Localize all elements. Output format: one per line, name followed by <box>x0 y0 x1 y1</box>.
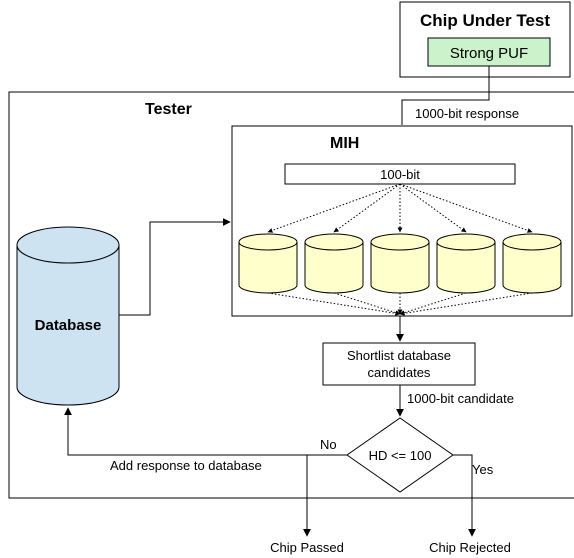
bucket-to-output-link <box>399 292 467 316</box>
segment-to-bucket-link <box>267 183 401 233</box>
hash-bucket <box>304 233 364 294</box>
segment-to-bucket-link <box>399 183 533 233</box>
shortlist-label-line2: candidates <box>368 365 431 380</box>
tester-title: Tester <box>145 101 192 118</box>
tester-box <box>8 91 574 499</box>
bucket-to-output-link <box>399 292 533 316</box>
bucket-to-output-link <box>267 292 401 316</box>
pass-branch-arrow <box>303 454 347 537</box>
hash-bucket <box>238 233 298 294</box>
chip-rejected-label: Chip Rejected <box>429 540 511 555</box>
hash-bucket <box>436 233 496 294</box>
yes-branch-arrow <box>453 454 476 537</box>
database-cylinder <box>16 226 120 406</box>
no-branch-arrow <box>64 407 347 456</box>
database-label: Database <box>35 317 102 334</box>
chip-under-test-title: Chip Under Test <box>420 11 550 30</box>
database-to-mih-arrow <box>119 218 231 316</box>
mih-title: MIH <box>330 135 359 152</box>
strong-puf-label: Strong PUF <box>450 45 528 62</box>
no-label: No <box>320 437 337 452</box>
response-label: 1000-bit response <box>415 106 519 121</box>
bucket-to-output-link <box>333 292 401 316</box>
decision-label: HD <= 100 <box>369 448 432 463</box>
shortlist-box <box>322 342 476 386</box>
yes-label: Yes <box>472 462 494 477</box>
response-connector <box>401 66 490 125</box>
hash-buckets <box>238 233 562 294</box>
shortlist-label-line1: Shortlist database <box>347 348 451 363</box>
hash-bucket <box>502 233 562 294</box>
chip-passed-label: Chip Passed <box>270 540 344 555</box>
decision-diamond <box>346 417 454 493</box>
mih-connectors <box>267 183 533 316</box>
segment-label: 100-bit <box>380 167 420 182</box>
add-response-label: Add response to database <box>110 458 262 473</box>
candidate-label: 1000-bit candidate <box>407 391 514 406</box>
strong-puf-box <box>427 37 551 67</box>
hash-bucket <box>370 233 430 294</box>
